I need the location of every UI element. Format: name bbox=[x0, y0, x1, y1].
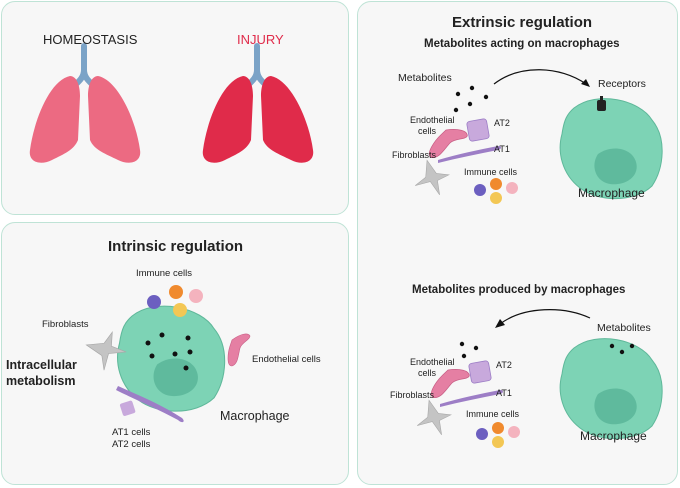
arrow-from-macrophage bbox=[499, 309, 591, 325]
top-metabolites-label: Metabolites bbox=[398, 72, 452, 84]
intrinsic-immune-cells-label: Immune cells bbox=[136, 268, 192, 279]
bottom-macrophage-label: Macrophage bbox=[580, 429, 647, 443]
intrinsic-title: Intrinsic regulation bbox=[108, 238, 244, 255]
extrinsic-title: Extrinsic regulation bbox=[452, 14, 593, 31]
bottom-at2-label: AT2 bbox=[496, 360, 512, 370]
intrinsic-fibroblasts-label: Fibroblasts bbox=[42, 319, 89, 330]
extrinsic-bottom-immune-cells bbox=[476, 422, 520, 448]
extrinsic-bottom-metabolite-dots-released bbox=[609, 343, 635, 355]
intracellular-metabolism-label-line1: Intracellular bbox=[6, 358, 77, 372]
top-at1-label: AT1 bbox=[494, 144, 510, 154]
bottom-endothelial-label-line1: Endothelial bbox=[410, 357, 455, 367]
homeostasis-label: HOMEOSTASIS bbox=[43, 32, 138, 47]
extrinsic-bottom-macrophage bbox=[559, 338, 663, 440]
intrinsic-immune-cells bbox=[147, 285, 203, 317]
bottom-endothelial-label-line2: cells bbox=[418, 368, 437, 378]
extrinsic-top-fibroblast bbox=[414, 159, 451, 197]
bottom-at1-label: AT1 bbox=[496, 388, 512, 398]
extrinsic-bottom-at1-cell bbox=[440, 390, 503, 407]
receptor-icon bbox=[597, 96, 606, 111]
intrinsic-endothelial-cell bbox=[227, 333, 251, 367]
top-endothelial-label-line2: cells bbox=[418, 126, 437, 136]
extrinsic-top-at2-cell bbox=[466, 118, 490, 142]
extrinsic-top-at1-cell bbox=[438, 146, 501, 163]
extrinsic-top-macrophage bbox=[559, 98, 663, 200]
receptors-label: Receptors bbox=[598, 78, 646, 90]
intrinsic-at1-label: AT1 cells bbox=[112, 427, 151, 438]
top-macrophage-label: Macrophage bbox=[578, 186, 645, 200]
extrinsic-bottom-metabolite-dots bbox=[459, 341, 479, 359]
intrinsic-at2-label: AT2 cells bbox=[112, 439, 151, 450]
top-at2-label: AT2 bbox=[494, 118, 510, 128]
healthy-lungs-icon bbox=[29, 43, 141, 163]
intrinsic-at1-at2-cells bbox=[116, 386, 184, 423]
arrow-to-macrophage bbox=[493, 69, 587, 85]
extrinsic-subtitle-produced: Metabolites produced by macrophages bbox=[412, 284, 626, 296]
top-endothelial-label-line1: Endothelial bbox=[410, 115, 455, 125]
intrinsic-endothelial-label: Endothelial cells bbox=[252, 354, 321, 365]
top-immune-cells-label: Immune cells bbox=[464, 167, 518, 177]
extrinsic-bottom-at2-cell bbox=[468, 360, 492, 384]
intrinsic-macrophage-label: Macrophage bbox=[220, 409, 290, 423]
injured-lungs-icon bbox=[202, 43, 314, 163]
extrinsic-bottom-fibroblast bbox=[416, 399, 453, 437]
extrinsic-top-immune-cells bbox=[474, 178, 518, 204]
intracellular-metabolite-dots bbox=[145, 332, 193, 371]
bottom-metabolites-label: Metabolites bbox=[597, 322, 651, 334]
extrinsic-top-metabolite-dots bbox=[453, 85, 489, 113]
bottom-immune-cells-label: Immune cells bbox=[466, 409, 520, 419]
bottom-fibroblasts-label: Fibroblasts bbox=[390, 390, 435, 400]
top-fibroblasts-label: Fibroblasts bbox=[392, 150, 437, 160]
intracellular-metabolism-label-line2: metabolism bbox=[6, 374, 76, 388]
injury-label: INJURY bbox=[237, 32, 284, 47]
extrinsic-subtitle-acting: Metabolites acting on macrophages bbox=[424, 38, 620, 50]
